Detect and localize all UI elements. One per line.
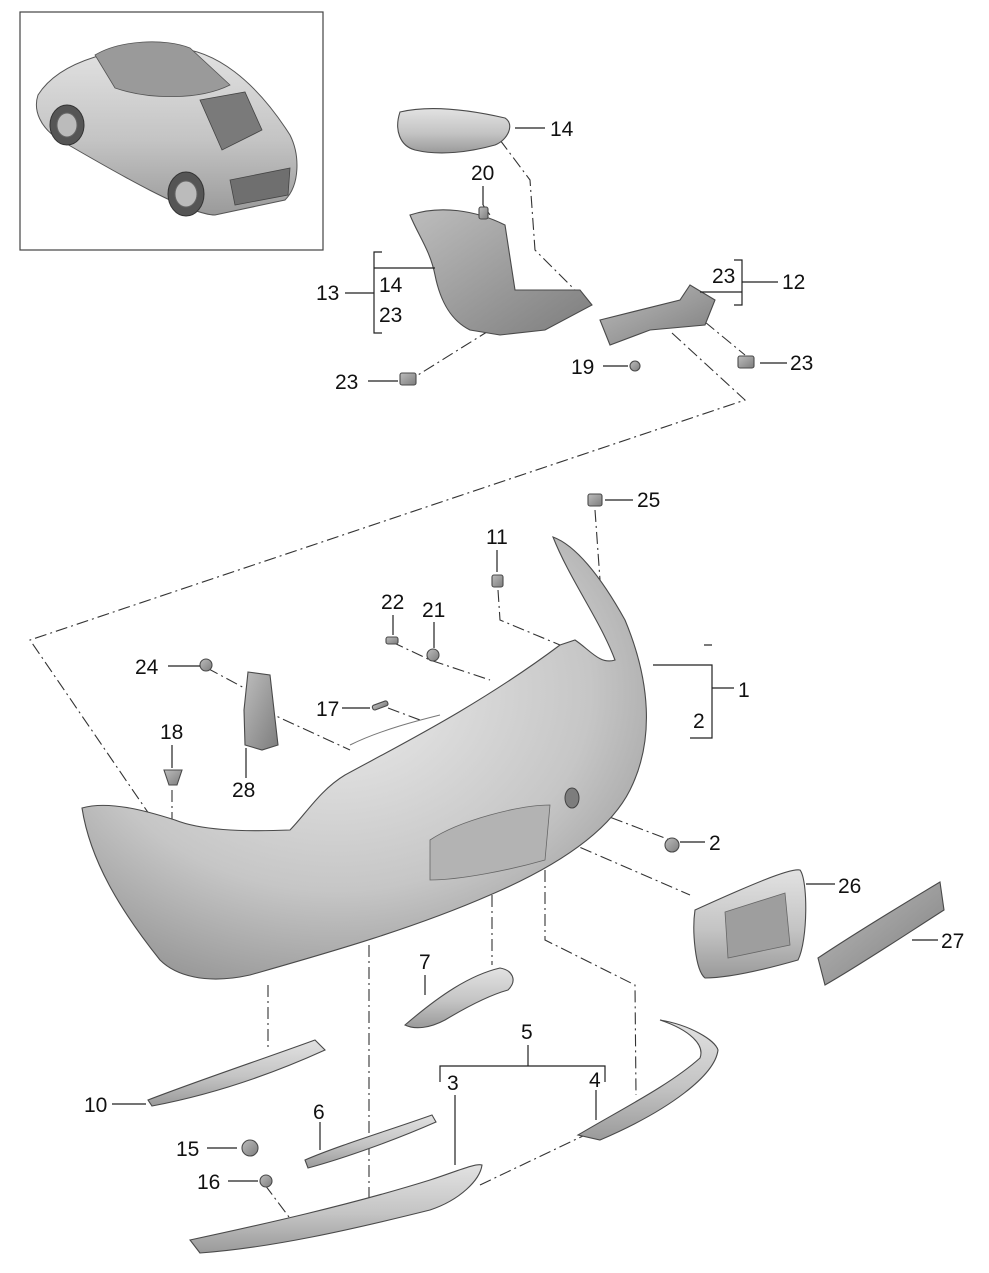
callout-27: 27 (941, 930, 964, 953)
part-26-plate-holder (693, 869, 807, 979)
part-20-clip (478, 206, 489, 220)
callout-11: 11 (486, 526, 508, 549)
callout-labels: 14 20 13 14 23 23 12 23 19 23 25 11 22 2… (84, 118, 964, 1194)
callout-23-group-left: 23 (379, 304, 402, 327)
callout-7: 7 (419, 951, 431, 974)
callout-15: 15 (176, 1138, 199, 1161)
part-3-diffuser (189, 1164, 483, 1254)
vehicle-thumbnail (19, 11, 324, 251)
callout-18: 18 (160, 721, 183, 744)
part-14-cover (397, 108, 511, 154)
part-10-strip (147, 1039, 326, 1107)
callout-23-right: 23 (790, 352, 813, 375)
callout-23-group-right: 23 (712, 265, 735, 288)
part-13-bracket (409, 209, 593, 336)
part-11-clip (491, 574, 504, 588)
part-21-washer (426, 648, 440, 662)
part-23-clip-right (737, 355, 755, 369)
part-17-pin (371, 700, 389, 711)
callout-1: 1 (738, 679, 750, 702)
part-15-plug (241, 1139, 259, 1157)
callout-21: 21 (422, 599, 445, 622)
callout-23-left: 23 (335, 371, 358, 394)
callout-14-top: 14 (550, 118, 574, 141)
part-18-clip (163, 769, 183, 786)
callout-10: 10 (84, 1094, 107, 1117)
part-6-trim (304, 1114, 437, 1169)
part-1-bumper-cover (81, 536, 647, 980)
callout-2-group: 2 (693, 710, 705, 733)
callout-6: 6 (313, 1101, 325, 1124)
callout-4: 4 (589, 1069, 601, 1092)
callout-22: 22 (381, 591, 404, 614)
callout-20: 20 (471, 162, 494, 185)
callout-25: 25 (637, 489, 660, 512)
callout-17: 17 (316, 698, 339, 721)
callout-28: 28 (232, 779, 255, 802)
callout-3: 3 (447, 1072, 459, 1095)
callout-14-group: 14 (379, 274, 403, 297)
callout-2: 2 (709, 832, 721, 855)
part-19-nut (629, 360, 641, 372)
part-23-clip-left (399, 372, 417, 386)
part-22-screw (385, 636, 399, 645)
part-16-ring (259, 1174, 273, 1188)
callout-26: 26 (838, 875, 861, 898)
part-4-diffuser-side (576, 1019, 719, 1141)
callout-16: 16 (197, 1171, 220, 1194)
part-24-rivet (199, 658, 213, 672)
callout-12: 12 (782, 271, 805, 294)
leader-lines (112, 127, 938, 1182)
part-12-bar (599, 284, 716, 346)
part-28-bracket (243, 671, 279, 751)
part-27-plate-panel (817, 881, 945, 986)
part-2-cap (664, 837, 680, 853)
callout-5: 5 (521, 1021, 533, 1044)
part-25-clip (587, 493, 603, 507)
callout-24: 24 (135, 656, 159, 679)
callout-19: 19 (571, 356, 594, 379)
callout-13: 13 (316, 282, 339, 305)
part-7-bracket (404, 967, 514, 1029)
vehicle-thumbnail-illustration (36, 41, 298, 217)
